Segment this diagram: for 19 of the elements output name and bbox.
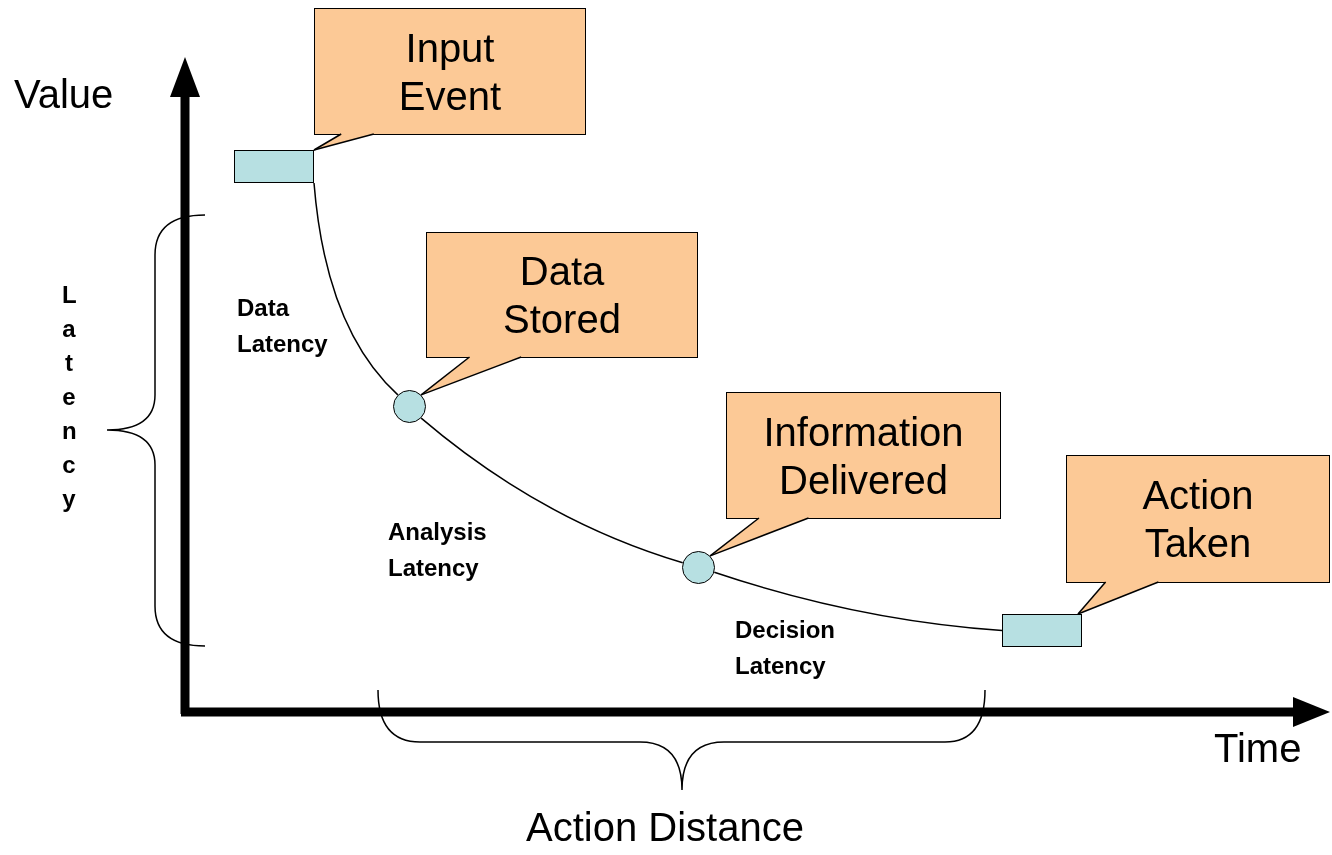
marker-rectangle bbox=[1002, 614, 1082, 647]
latency-curve bbox=[713, 571, 1003, 632]
edge-label: Decision Latency bbox=[735, 615, 837, 681]
axis-title: Value bbox=[14, 72, 114, 117]
latency-curve bbox=[420, 417, 684, 564]
callout-text: Input Event bbox=[397, 24, 503, 120]
callout-text: Data Stored bbox=[502, 248, 622, 343]
axis-title: Time bbox=[1214, 726, 1302, 771]
callout-text: Information Delivered bbox=[762, 408, 965, 504]
callout-box bbox=[314, 8, 586, 135]
edge-label: Data Latency bbox=[237, 293, 329, 359]
marker-rectangle bbox=[234, 150, 314, 183]
milestone-circle bbox=[682, 551, 715, 584]
callout-text: Action Taken bbox=[1141, 472, 1255, 567]
axis-title: Latency bbox=[62, 280, 76, 514]
edge-label: Analysis Latency bbox=[388, 517, 488, 583]
brace-label: Action Distance bbox=[526, 805, 804, 850]
latency-curve bbox=[313, 182, 399, 396]
milestone-circle bbox=[393, 390, 426, 423]
